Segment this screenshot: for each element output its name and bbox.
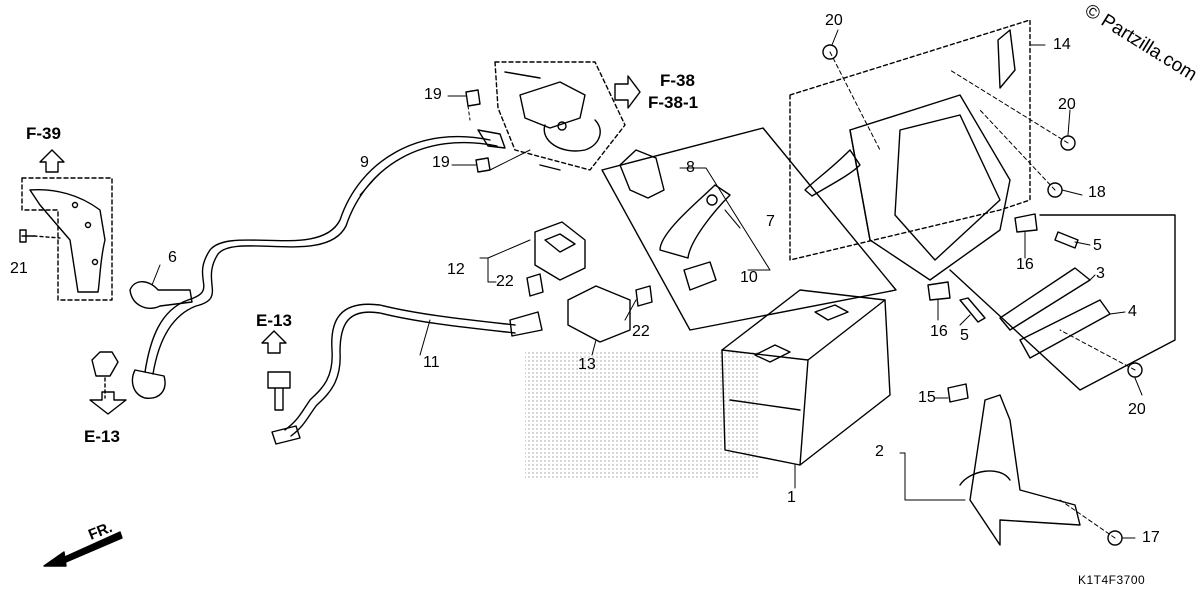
callout-11: 11 [423,354,440,371]
callout-16b: 16 [930,323,948,340]
callout-21: 21 [10,260,28,277]
nut [91,351,119,377]
battery-stay-bracket [19,177,113,301]
fuse-22a [526,273,544,297]
callout-7: 7 [766,213,775,230]
callout-1: 1 [787,489,796,506]
callout-20c: 20 [1128,401,1146,418]
bolt [267,371,291,411]
battery-box [789,19,1031,281]
callout-20a: 20 [825,12,843,29]
ref-f38[interactable]: F-38 [660,71,695,90]
callout-19a: 19 [424,86,442,103]
fuse-22b [635,285,653,307]
callout-12: 12 [447,261,465,278]
arrow-down-e13 [89,391,127,415]
pad-5b [959,297,986,323]
bolt-20-top [822,44,838,60]
negative-cable [131,129,506,399]
bolt-20-low [1127,362,1143,378]
callout-3: 3 [1096,265,1105,282]
halftone-watermark [525,350,760,480]
callout-2: 2 [875,443,884,460]
cable-clamp [129,281,193,309]
starter-relay [534,221,586,281]
terminal-covers [619,149,731,291]
arrow-up-f39 [39,149,65,173]
callout-17: 17 [1142,529,1160,546]
bolt-19a [465,89,481,107]
ref-e13-left[interactable]: E-13 [84,427,120,446]
callout-13: 13 [578,356,596,373]
callout-16a: 16 [1016,256,1034,273]
relay-cover [567,285,631,343]
pad-3 [999,267,1091,331]
ref-f39[interactable]: F-39 [26,124,61,143]
pad-15 [947,383,969,403]
callout-8: 8 [686,159,695,176]
callout-6: 6 [168,249,177,266]
battery-stay [959,394,1081,546]
arrow-right-f38 [614,75,641,109]
callout-22b: 22 [632,323,650,340]
ref-f38-1[interactable]: F-38-1 [648,93,699,112]
callout-10: 10 [740,269,758,286]
callout-5b: 5 [960,327,969,344]
callout-15: 15 [918,389,936,406]
battery [721,289,891,466]
callout-14: 14 [1053,36,1071,53]
arrow-up-e13 [261,330,287,354]
callout-22a: 22 [496,273,514,290]
bolt-19b [475,157,491,173]
bolt-20-mid [1060,135,1076,151]
pad-16b [927,281,951,301]
pad-5a [1054,231,1079,249]
positive-cable [271,303,543,445]
callout-20b: 20 [1058,96,1076,113]
callout-18: 18 [1088,184,1106,201]
callout-19b: 19 [432,154,450,171]
pad-16a [1014,213,1038,233]
callout-4: 4 [1128,303,1137,320]
ref-e13-mid[interactable]: E-13 [256,311,292,330]
callout-5a: 5 [1093,237,1102,254]
starter-relay-group [494,61,626,171]
callout-9: 9 [360,154,369,171]
diagram-code: K1T4F3700 [1078,573,1146,587]
